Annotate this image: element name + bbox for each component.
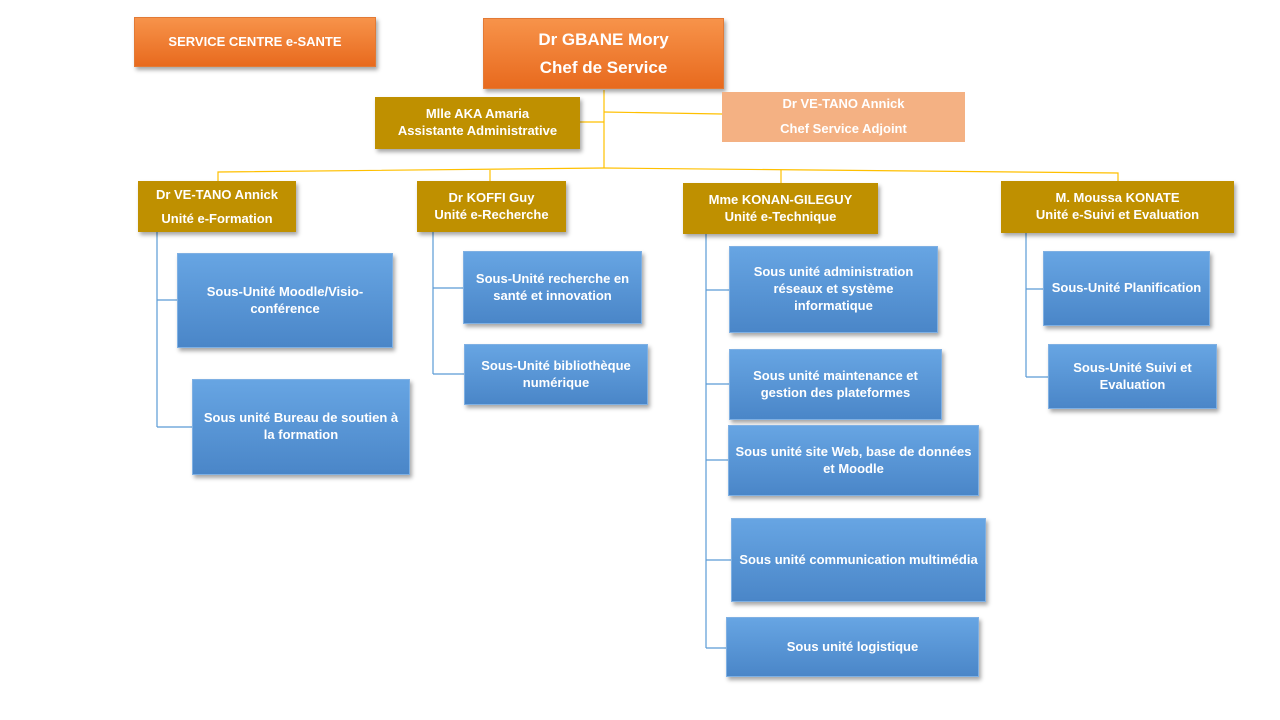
subunit-box: Sous unité Bureau de soutien à la format… xyxy=(192,379,410,475)
assistant-box: Mlle AKA Amaria Assistante Administrativ… xyxy=(375,97,580,149)
unit-title: Unité e-Suivi et Evaluation xyxy=(1035,207,1200,222)
service-label-box: SERVICE CENTRE e-SANTE xyxy=(134,17,376,67)
subunit-label: Sous-Unité bibliothèque numérique xyxy=(481,357,631,390)
head-box: Dr GBANE Mory Chef de Service xyxy=(483,18,724,89)
subunit-box: Sous-Unité bibliothèque numérique xyxy=(464,344,648,405)
unit-name: M. Moussa KONATE xyxy=(1055,190,1180,206)
unit-e-formation: Dr VE-TANO Annick Unité e-Formation xyxy=(138,181,296,232)
subunit-box: Sous unité administration réseaux et sys… xyxy=(729,246,938,333)
subunit-box: Sous unité logistique xyxy=(726,617,979,677)
subunit-label: Sous-Unité Planification xyxy=(1051,280,1202,296)
unit-e-technique: Mme KONAN-GILEGUY Unité e-Technique xyxy=(683,183,878,234)
deputy-title: Chef Service Adjoint xyxy=(780,121,907,136)
subunit-box: Sous-Unité Moodle/Visio-conférence xyxy=(177,253,393,348)
unit-title: Unité e-Formation xyxy=(161,210,273,226)
unit-title: Unité e-Technique xyxy=(724,208,837,224)
head-name: Dr GBANE Mory xyxy=(538,30,669,50)
subunit-box: Sous-Unité Planification xyxy=(1043,251,1210,326)
assistant-title: Assistante Administrative xyxy=(397,123,558,138)
unit-title: Unité e-Recherche xyxy=(434,206,549,222)
subunit-box: Sous-Unité recherche en santé et innovat… xyxy=(463,251,642,324)
subunit-box: Sous-Unité Suivi et Evaluation xyxy=(1048,344,1217,409)
unit-e-recherche: Dr KOFFI Guy Unité e-Recherche xyxy=(417,181,566,232)
subunit-box: Sous unité site Web, base de données et … xyxy=(728,425,979,496)
subunit-label: Sous unité maintenance et gestion des pl… xyxy=(753,367,918,400)
head-title: Chef de Service xyxy=(539,57,668,77)
unit-e-suivi-evaluation: M. Moussa KONATE Unité e-Suivi et Evalua… xyxy=(1001,181,1234,233)
deputy-box: Dr VE-TANO Annick Chef Service Adjoint xyxy=(722,92,965,142)
service-label: SERVICE CENTRE e-SANTE xyxy=(168,33,342,49)
subunit-label: Sous-Unité Moodle/Visio-conférence xyxy=(206,283,364,316)
subunit-label: Sous unité communication multimédia xyxy=(739,551,978,567)
subunit-box: Sous unité maintenance et gestion des pl… xyxy=(729,349,942,420)
subunit-label: Sous unité logistique xyxy=(786,638,919,654)
deputy-name: Dr VE-TANO Annick xyxy=(782,96,905,112)
unit-name: Dr KOFFI Guy xyxy=(448,189,535,205)
subunit-label: Sous unité administration réseaux et sys… xyxy=(753,264,914,313)
subunit-label: Sous-Unité recherche en santé et innovat… xyxy=(475,270,630,303)
subunit-label: Sous unité site Web, base de données et … xyxy=(735,443,972,476)
unit-name: Mme KONAN-GILEGUY xyxy=(708,191,853,207)
unit-name: Dr VE-TANO Annick xyxy=(155,187,279,203)
subunit-box: Sous unité communication multimédia xyxy=(731,518,986,602)
subunit-label: Sous-Unité Suivi et Evaluation xyxy=(1073,359,1192,392)
assistant-name: Mlle AKA Amaria xyxy=(425,106,530,122)
subunit-label: Sous unité Bureau de soutien à la format… xyxy=(203,410,399,442)
